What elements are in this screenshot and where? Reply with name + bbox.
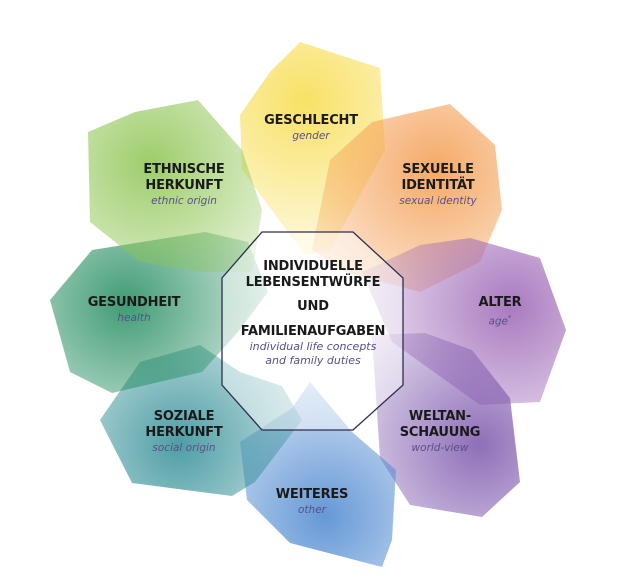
center-subtitle-line: individual life concepts bbox=[249, 340, 377, 353]
label-de: SEXUELLE bbox=[402, 162, 474, 177]
petal-age bbox=[362, 238, 566, 405]
petal-label-other: WEITERES other bbox=[275, 487, 349, 517]
label-en: other bbox=[298, 504, 326, 516]
label-en: sexual identity bbox=[399, 195, 477, 207]
label-de: SOZIALE bbox=[153, 409, 215, 424]
label-de: HERKUNFT bbox=[145, 178, 223, 193]
label-de: GESCHLECHT bbox=[264, 113, 358, 128]
label-de: SCHAUUNG bbox=[399, 425, 481, 440]
footnote-mark: * bbox=[508, 314, 512, 322]
center-title-line: INDIVIDUELLE bbox=[263, 259, 363, 274]
label-en: social origin bbox=[152, 442, 216, 454]
center-title-line: UND bbox=[297, 299, 329, 314]
center-label: INDIVIDUELLE LEBENSENTWÜRFE UND FAMILIEN… bbox=[240, 259, 386, 368]
label-de: WELTAN- bbox=[408, 409, 472, 424]
petal-label-age: ALTER age* bbox=[479, 295, 522, 329]
center-subtitle-line: and family duties bbox=[265, 354, 361, 367]
petal-label-ethnic-origin: ETHNISCHE HERKUNFT ethnic origin bbox=[143, 162, 224, 208]
center-octagon bbox=[221, 231, 404, 431]
label-de: HERKUNFT bbox=[145, 425, 223, 440]
label-en: health bbox=[117, 312, 151, 324]
label-de: ALTER bbox=[478, 295, 522, 310]
label-de: GESUNDHEIT bbox=[87, 295, 181, 310]
petal-label-gender: GESCHLECHT gender bbox=[264, 113, 358, 143]
petal-label-social-origin: SOZIALE HERKUNFT social origin bbox=[145, 409, 222, 455]
label-de: IDENTITÄT bbox=[401, 178, 475, 193]
label-de: ETHNISCHE bbox=[143, 162, 225, 177]
petal-label-sexual-identity: SEXUELLE IDENTITÄT sexual identity bbox=[399, 162, 477, 208]
center-title-line: FAMILIENAUFGABEN bbox=[240, 324, 386, 339]
label-de: WEITERES bbox=[275, 487, 349, 502]
petal-ethnic-origin bbox=[88, 100, 262, 272]
petal-label-world-view: WELTAN- SCHAUUNG world-view bbox=[400, 409, 481, 455]
center-title-line: LEBENSENTWÜRFE bbox=[245, 275, 381, 290]
label-en: ethnic origin bbox=[151, 195, 217, 207]
petal-health bbox=[50, 232, 268, 393]
label-en: world-view bbox=[411, 442, 469, 454]
label-en: age* bbox=[488, 314, 512, 328]
label-en: gender bbox=[292, 130, 330, 142]
petal-world-view bbox=[372, 333, 520, 517]
petal-label-health: GESUNDHEIT health bbox=[88, 295, 181, 325]
